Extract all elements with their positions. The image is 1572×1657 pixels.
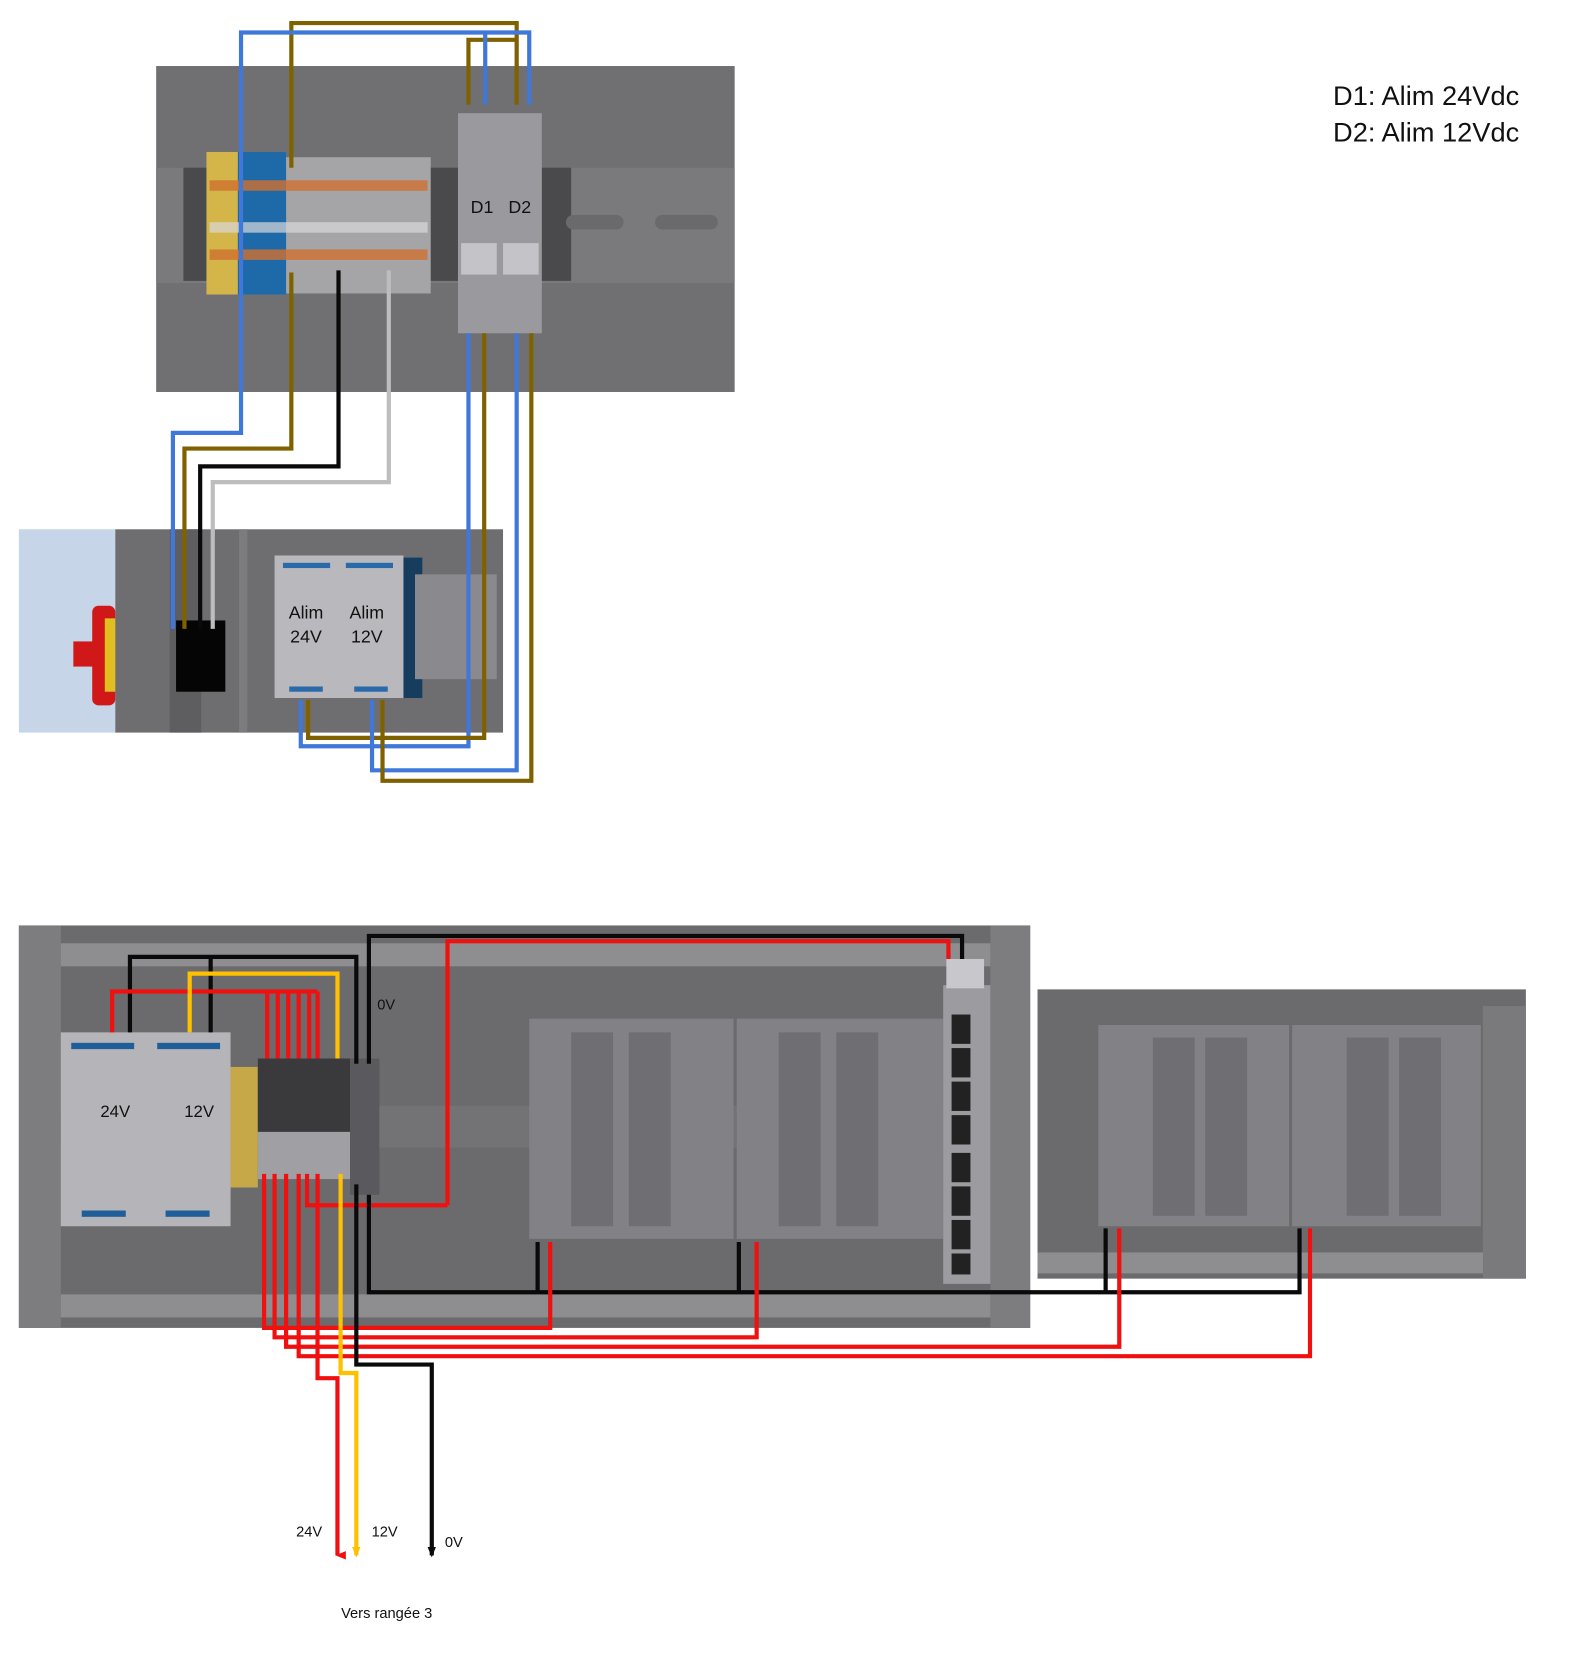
alim-module: Alim 24V Alim 12V — [274, 555, 423, 699]
legend-d1: D1: Alim 24Vdc — [1333, 80, 1519, 111]
terminal-block — [206, 151, 431, 295]
fuse-terminals — [257, 1058, 351, 1132]
alim-24-voltage: 24V — [290, 626, 322, 646]
bottom-panel: 24V 12V 0V — [18, 925, 1031, 1328]
breaker-d2-label: D2 — [508, 197, 531, 217]
legend: D1: Alim 24Vdc D2: Alim 12Vdc — [1333, 80, 1519, 148]
ground-terminals — [230, 1066, 258, 1188]
network-switch — [943, 958, 991, 1284]
output-24v-label: 24V — [296, 1524, 322, 1540]
top-wiring — [170, 20, 534, 783]
io-modules-row — [529, 1018, 944, 1239]
alim-12-label: Alim — [349, 602, 384, 622]
psu-24v-label: 24V — [100, 1102, 131, 1121]
top-panel: D1 D2 — [156, 66, 735, 392]
output-12v-label: 12V — [372, 1524, 398, 1540]
right-panel — [1037, 989, 1526, 1279]
bottom-wiring — [110, 933, 1313, 1560]
breaker-d1-label: D1 — [471, 197, 494, 217]
output-0v-label: 0V — [445, 1535, 463, 1551]
alim-24-label: Alim — [289, 602, 324, 622]
black-terminal — [176, 620, 226, 692]
alim-12-voltage: 12V — [351, 626, 383, 646]
psu-12v-label: 12V — [184, 1102, 215, 1121]
legend-d2: D2: Alim 12Vdc — [1333, 116, 1519, 147]
zero-v-label: 0V — [377, 997, 395, 1013]
breaker-d1-d2: D1 D2 — [457, 113, 542, 334]
supply-panel: Alim 24V Alim 12V — [18, 529, 504, 733]
main-switch-knob — [73, 605, 116, 706]
output-labels: 24V 12V 0V Vers rangée 3 — [296, 1524, 463, 1622]
psu-module: 24V 12V — [60, 1032, 231, 1227]
destination-label: Vers rangée 3 — [341, 1606, 432, 1622]
